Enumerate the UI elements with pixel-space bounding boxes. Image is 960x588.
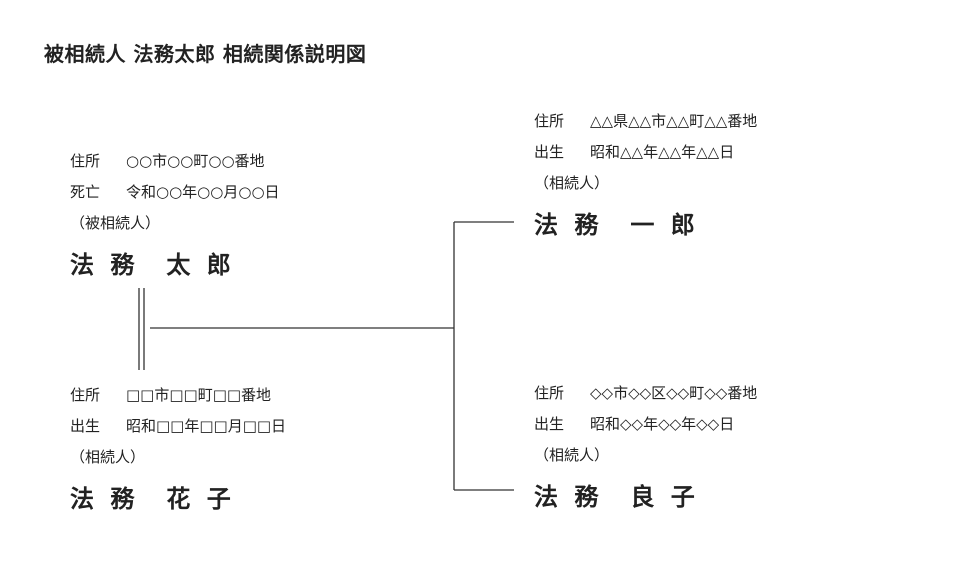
ryoko-address: ◇◇市◇◇区◇◇町◇◇番地 [590,384,758,402]
hanako-address: □□市□□町□□番地 [126,386,272,404]
death-label: 死亡 [70,183,101,201]
ichiro-address-line: 住所 △△県△△市△△町△△番地 [534,106,757,137]
birth-label: 出生 [534,143,565,161]
address-label: 住所 [70,152,101,170]
hanako-birth-date: 昭和□□年□□月□□日 [126,417,287,435]
person-taro: 住所 ○○市○○町○○番地 死亡 令和○○年○○月○○日 （被相続人） 法 務 太 … [70,146,280,280]
person-ryoko: 住所 ◇◇市◇◇区◇◇町◇◇番地 出生 昭和◇◇年◇◇年◇◇日 （相続人） 法 務 … [534,378,757,512]
ichiro-address: △△県△△市△△町△△番地 [590,112,758,130]
taro-address-line: 住所 ○○市○○町○○番地 [70,146,280,177]
hanako-address-line: 住所 □□市□□町□□番地 [70,380,286,411]
ryoko-role: （相続人） [534,446,610,464]
birth-label: 出生 [70,417,101,435]
ichiro-birth-date: 昭和△△年△△年△△日 [590,143,735,161]
taro-role: （被相続人） [70,214,161,232]
hanako-name: 法 務 花 子 [70,485,235,513]
taro-death-date: 令和○○年○○月○○日 [126,183,280,201]
address-label: 住所 [534,112,565,130]
taro-name: 法 務 太 郎 [70,251,235,279]
address-label: 住所 [70,386,101,404]
person-ichiro: 住所 △△県△△市△△町△△番地 出生 昭和△△年△△年△△日 （相続人） 法 務 … [534,106,757,240]
ichiro-name: 法 務 一 郎 [534,211,699,239]
ryoko-address-line: 住所 ◇◇市◇◇区◇◇町◇◇番地 [534,378,757,409]
birth-label: 出生 [534,415,565,433]
taro-address: ○○市○○町○○番地 [126,152,265,170]
hanako-birth-line: 出生 昭和□□年□□月□□日 [70,411,286,442]
ichiro-birth-line: 出生 昭和△△年△△年△△日 [534,137,757,168]
diagram-title: 被相続人 法務太郎 相続関係説明図 [44,42,367,66]
address-label: 住所 [534,384,565,402]
person-hanako: 住所 □□市□□町□□番地 出生 昭和□□年□□月□□日 （相続人） 法 務 花 子 [70,380,286,514]
ichiro-role: （相続人） [534,174,610,192]
hanako-role: （相続人） [70,448,146,466]
taro-death-line: 死亡 令和○○年○○月○○日 [70,177,280,208]
ryoko-birth-date: 昭和◇◇年◇◇年◇◇日 [590,415,735,433]
ryoko-name: 法 務 良 子 [534,483,699,511]
ryoko-birth-line: 出生 昭和◇◇年◇◇年◇◇日 [534,409,757,440]
